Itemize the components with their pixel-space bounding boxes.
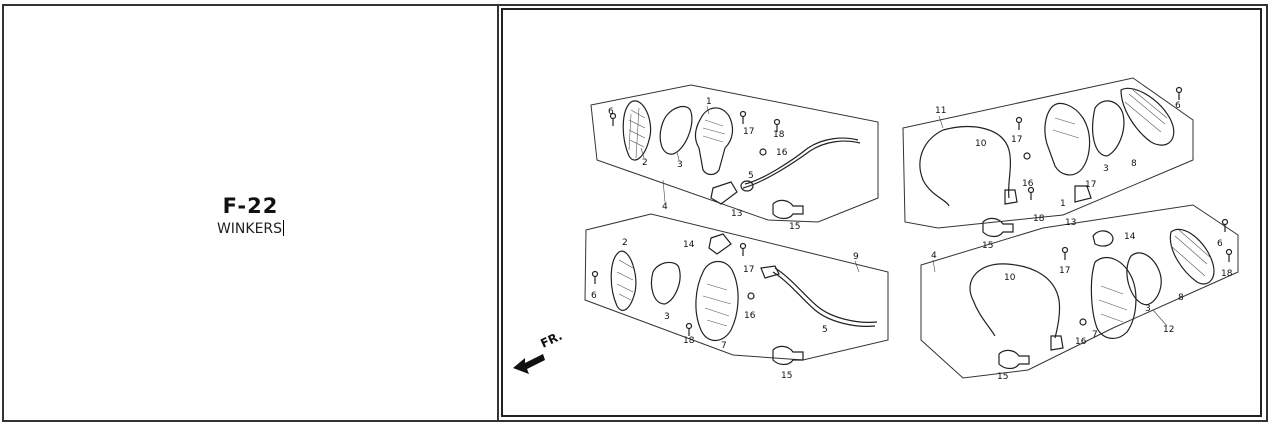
callout-fl-13: 13 <box>731 209 742 219</box>
callout-fr-17: 17 <box>1011 135 1022 145</box>
callout-rl-2: 2 <box>622 238 628 248</box>
front-left-socket <box>710 181 738 205</box>
section-info-panel: F-22 WINKERS <box>4 6 499 420</box>
callout-fr-8: 8 <box>1131 159 1137 169</box>
callout-rr-18: 18 <box>1221 269 1233 279</box>
parts-catalog-row: F-22 WINKERS <box>2 4 1268 422</box>
rear-left-gasket <box>650 261 681 305</box>
callout-rl-6: 6 <box>591 291 597 301</box>
front-right-housing <box>1044 103 1091 176</box>
front-left-screws <box>609 110 781 156</box>
callout-fl-4: 4 <box>662 202 668 212</box>
section-name: WINKERS <box>216 221 283 237</box>
part-callouts: 6 2 3 1 17 18 16 5 4 13 15 2 6 3 14 17 <box>591 97 1233 382</box>
rear-right-harness <box>969 263 1064 351</box>
rear-left-socket <box>708 233 732 255</box>
callout-fr-13: 13 <box>1065 218 1076 228</box>
rear-right-housing <box>1090 257 1137 339</box>
rear-right-gasket <box>1126 252 1162 306</box>
rear-right-screws <box>1061 218 1233 326</box>
callout-fr-10: 10 <box>975 139 987 149</box>
direction-label: FR. <box>538 329 564 351</box>
callout-rr-3: 3 <box>1145 304 1151 314</box>
callout-fl-16: 16 <box>776 148 788 158</box>
front-right-socket <box>1074 185 1092 203</box>
rear-left-lens <box>610 250 637 311</box>
callout-rr-4: 4 <box>931 251 937 261</box>
callout-rl-18: 18 <box>683 336 695 346</box>
callout-rr-8: 8 <box>1178 293 1184 303</box>
front-left-harness <box>740 137 861 192</box>
callout-fl-6: 6 <box>608 107 614 117</box>
callout-rr-7: 7 <box>1092 330 1098 340</box>
front-left-lens <box>622 100 652 161</box>
rear-right-bulb <box>998 349 1030 370</box>
text-cursor <box>283 220 285 236</box>
front-left-housing <box>694 107 734 176</box>
callout-rl-5: 5 <box>822 325 828 335</box>
callout-fr-17b: 17 <box>1085 180 1096 190</box>
front-left-gasket <box>659 105 693 155</box>
callout-fl-5: 5 <box>748 171 754 181</box>
callout-rr-6: 6 <box>1217 239 1223 249</box>
callout-fr-6: 6 <box>1175 101 1181 111</box>
callout-rr-16: 16 <box>1075 337 1087 347</box>
callout-fr-1: 1 <box>1060 199 1066 209</box>
rear-left-housing <box>695 260 739 342</box>
rear-right-lens <box>1169 228 1215 285</box>
callout-rl-16: 16 <box>744 311 756 321</box>
callout-rl-9: 9 <box>853 252 859 262</box>
callout-fl-15: 15 <box>789 222 800 232</box>
callout-fl-2: 2 <box>642 158 648 168</box>
callout-fl-3: 3 <box>677 160 683 170</box>
callout-fl-17: 17 <box>743 127 754 137</box>
rear-right-group-outline <box>920 204 1239 379</box>
callout-fr-11: 11 <box>935 106 946 116</box>
rear-left-harness <box>760 265 878 327</box>
callout-fr-3: 3 <box>1103 164 1109 174</box>
callout-rl-7: 7 <box>721 341 727 351</box>
callout-fl-1: 1 <box>706 97 712 107</box>
front-right-lens <box>1120 87 1175 146</box>
callout-rr-17: 17 <box>1059 266 1070 276</box>
callout-rr-10: 10 <box>1004 273 1016 283</box>
winkers-exploded-diagram[interactable]: FR. 6 2 3 1 17 18 16 5 4 13 15 2 6 <box>501 8 1262 417</box>
front-right-screws <box>1015 86 1183 200</box>
rear-right-socket <box>1092 230 1114 247</box>
diagram-svg: FR. 6 2 3 1 17 18 16 5 4 13 15 2 6 <box>513 77 1239 382</box>
callout-rl-15: 15 <box>781 371 792 381</box>
front-right-harness <box>919 126 1018 207</box>
callout-fr-15: 15 <box>982 241 993 251</box>
front-left-bulb <box>772 199 804 220</box>
callout-rl-3: 3 <box>664 312 670 322</box>
rear-left-group-outline <box>584 213 889 361</box>
callout-fr-18: 18 <box>1033 214 1045 224</box>
callout-rl-14: 14 <box>683 240 695 250</box>
front-right-group-outline <box>902 77 1194 229</box>
rear-left-bulb <box>772 345 804 366</box>
section-name-wrapper: WINKERS <box>4 220 497 237</box>
leader-lines <box>640 105 1168 327</box>
callout-rl-17: 17 <box>743 265 754 275</box>
callout-rr-15: 15 <box>997 372 1008 382</box>
front-right-bulb <box>982 217 1014 238</box>
section-code: F-22 <box>222 194 279 218</box>
callout-rr-12: 12 <box>1163 325 1174 335</box>
callout-fl-18: 18 <box>773 130 785 140</box>
callout-rr-14: 14 <box>1124 232 1136 242</box>
callout-fr-16: 16 <box>1022 179 1034 189</box>
diagram-panel: FR. 6 2 3 1 17 18 16 5 4 13 15 2 6 <box>499 6 1266 420</box>
front-direction-arrow: FR. <box>513 329 564 374</box>
front-right-gasket <box>1092 100 1125 157</box>
rear-left-screws <box>591 242 755 336</box>
front-left-group-outline <box>590 84 879 223</box>
